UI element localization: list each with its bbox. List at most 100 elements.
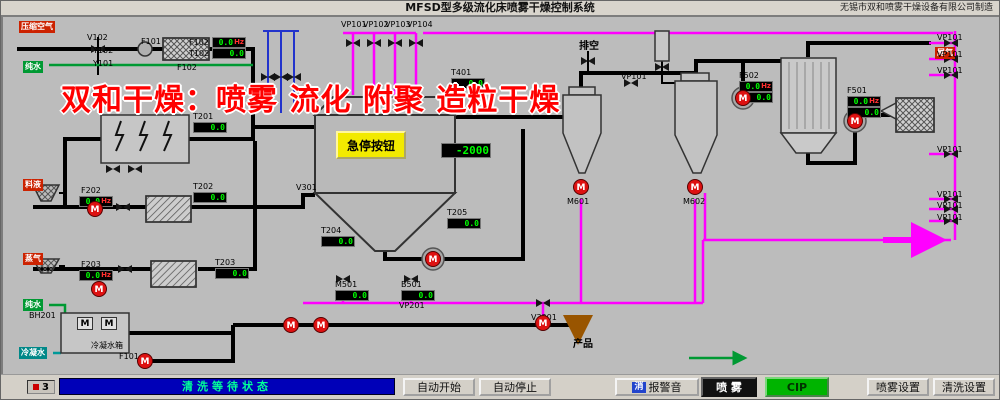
motor-icon: M xyxy=(847,113,863,129)
valve-icon[interactable] xyxy=(944,217,958,225)
valve-icon[interactable] xyxy=(274,73,288,81)
display-value: 0.0 xyxy=(210,123,225,132)
equipment-tag: VP101 xyxy=(937,66,963,75)
equipment-tag: 产品 xyxy=(573,339,593,350)
display-unit: Hz xyxy=(869,97,879,105)
source-tag: 料液 xyxy=(23,179,43,191)
source-tag: 压缩空气 xyxy=(19,21,55,33)
value-display: 0.0 xyxy=(193,122,227,133)
valve-icon[interactable] xyxy=(118,265,132,273)
display-value: 0.0 xyxy=(229,49,244,58)
equipment-tag: V301 xyxy=(296,183,317,192)
display-unit: Hz xyxy=(234,38,244,46)
equipment-tag: VP101 xyxy=(621,72,647,81)
equipment-tag: VP101 xyxy=(937,145,963,154)
valve-icon[interactable] xyxy=(388,39,402,47)
display-unit: Hz xyxy=(101,271,111,279)
valve-icon[interactable] xyxy=(655,63,669,71)
equipment-tag: F101 xyxy=(141,37,161,46)
valve-icon[interactable] xyxy=(536,299,550,307)
company-name: 无锡市双和喷雾干燥设备有限公司制造 xyxy=(839,3,993,13)
display-value: 0.0 xyxy=(418,291,433,300)
spray-mode-button[interactable]: 喷 雾 xyxy=(701,377,757,397)
valve-icon[interactable] xyxy=(409,39,423,47)
value-display: 0.0 xyxy=(321,236,355,247)
source-tag: 蒸气 xyxy=(23,253,43,265)
auto-stop-button[interactable]: 自动停止 xyxy=(479,378,551,396)
valve-icon[interactable] xyxy=(106,165,120,173)
control-bar: 3 清洗等待状态 自动开始 自动停止 消 报警音 喷 雾 CIP 喷雾设置 清洗… xyxy=(1,374,999,399)
equipment-tag: M602 xyxy=(683,197,706,206)
equipment-tag: T204 xyxy=(321,226,342,235)
display-value: 0.0 xyxy=(468,79,483,88)
display-value: 0.0 xyxy=(745,82,761,91)
motor-icon: M xyxy=(425,251,441,267)
display-value: -2000 xyxy=(455,144,489,157)
spray-settings-button[interactable]: 喷雾设置 xyxy=(867,378,929,396)
value-display: -2000 xyxy=(441,143,491,158)
motor-icon: M xyxy=(735,90,751,106)
equipment-tag: VP102 xyxy=(363,20,389,29)
motor-icon: M xyxy=(687,179,703,195)
equipment-tag: F102 xyxy=(177,63,197,72)
source-tag: 冷凝水 xyxy=(19,347,47,359)
equipment-tag: F101 xyxy=(119,352,139,361)
valve-icon[interactable] xyxy=(346,39,360,47)
motor-icon: M xyxy=(91,281,107,297)
valve-icon[interactable] xyxy=(944,150,958,158)
source-tag: 尾气 xyxy=(935,47,955,59)
valve-icon[interactable] xyxy=(624,79,638,87)
value-display: 0.0 xyxy=(447,218,481,229)
value-display: 0.0 xyxy=(215,268,249,279)
valve-icon[interactable] xyxy=(336,275,350,283)
equipment-tag: VP104 xyxy=(407,20,433,29)
valve-icon[interactable] xyxy=(261,73,275,81)
equipment-tag: F102 xyxy=(189,38,209,47)
speaker-mute-icon: 消 xyxy=(632,381,646,393)
valve-icon[interactable] xyxy=(944,39,958,47)
cip-mode-button[interactable]: CIP xyxy=(765,377,829,397)
display-value: 0.0 xyxy=(352,291,367,300)
mute-alarm-button[interactable]: 消 报警音 xyxy=(615,378,699,396)
equipment-tag: VP101 xyxy=(937,213,963,222)
display-value: 0.0 xyxy=(218,38,234,47)
equipment-tag: VP101 xyxy=(937,201,963,210)
source-tag: 纯水 xyxy=(23,61,43,73)
source-tag: 纯水 xyxy=(23,299,43,311)
agitator-motor-icon: M xyxy=(77,317,93,330)
display-value: 0.0 xyxy=(338,237,353,246)
emergency-stop-button[interactable]: 急停按钮 xyxy=(336,131,406,159)
valve-icon[interactable] xyxy=(581,57,595,65)
display-unit: Hz xyxy=(101,197,111,205)
display-value: 0.0 xyxy=(210,193,225,202)
counter-display: 3 xyxy=(27,380,55,394)
value-display: 0.0 xyxy=(401,290,435,301)
equipment-tag: 排空 xyxy=(579,41,599,52)
display-value: 0.0 xyxy=(853,97,869,106)
equipment-tag: VP101 xyxy=(937,33,963,42)
valve-icon[interactable] xyxy=(116,203,130,211)
equipment-tag: T203 xyxy=(215,258,236,267)
equipment-tag: 冷凝水箱 xyxy=(91,341,123,350)
valve-icon[interactable] xyxy=(944,195,958,203)
valve-icon[interactable] xyxy=(91,45,105,53)
equipment-tag: M501 xyxy=(335,280,358,289)
clean-settings-button[interactable]: 清洗设置 xyxy=(933,378,995,396)
equipment-tag: VP103 xyxy=(385,20,411,29)
equipment-tag: VP101 xyxy=(937,190,963,199)
valve-icon[interactable] xyxy=(367,39,381,47)
valve-icon[interactable] xyxy=(404,275,418,283)
auto-start-button[interactable]: 自动开始 xyxy=(403,378,475,396)
status-message: 清洗等待状态 xyxy=(59,378,395,395)
motor-icon: M xyxy=(313,317,329,333)
equipment-tag: F203 xyxy=(81,260,101,269)
valve-icon[interactable] xyxy=(944,71,958,79)
equipment-tag: T401 xyxy=(451,68,472,77)
motor-icon: M xyxy=(283,317,299,333)
valve-icon[interactable] xyxy=(944,205,958,213)
valve-icon[interactable] xyxy=(128,165,142,173)
valve-icon[interactable] xyxy=(287,73,301,81)
equipment-tag: T201 xyxy=(193,112,214,121)
display-value: 0.0 xyxy=(756,93,771,102)
